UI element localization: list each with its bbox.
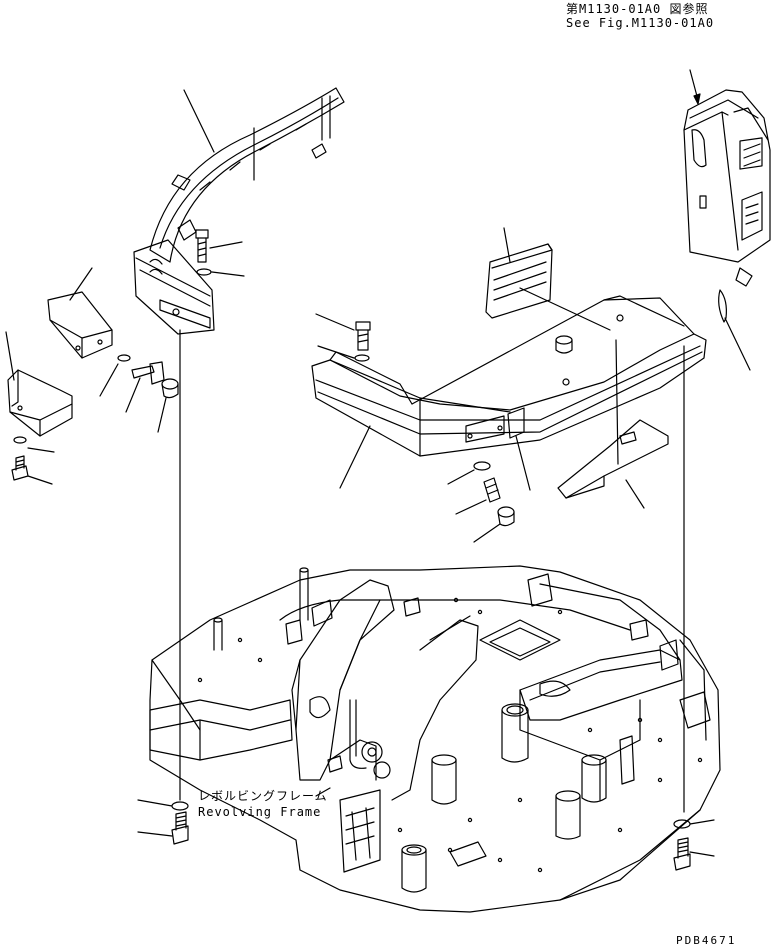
leader-line <box>211 271 245 277</box>
bolt <box>483 477 501 503</box>
drawing-code: PDB4671 <box>676 934 737 947</box>
left-guard-arc <box>133 87 345 335</box>
leader-line <box>27 447 55 453</box>
washer <box>171 801 189 811</box>
revolving-frame <box>149 565 721 913</box>
leader-line <box>69 267 93 301</box>
bolt <box>171 811 189 845</box>
leader-line <box>515 435 531 491</box>
leader-line <box>157 397 167 433</box>
bolt <box>355 321 371 351</box>
leader-line <box>27 475 53 485</box>
bolt <box>195 229 209 263</box>
arrow-head <box>693 93 701 105</box>
washer <box>473 461 491 471</box>
leader-line <box>315 787 331 797</box>
leader-line <box>209 241 243 249</box>
leader-line <box>724 317 751 371</box>
leader-line <box>125 377 141 413</box>
wedge-plate <box>557 419 669 499</box>
counterweight-bracket <box>735 267 753 287</box>
side-weight-plate <box>485 243 553 319</box>
washer <box>196 268 212 276</box>
washer <box>117 354 131 362</box>
leader-line <box>183 89 215 153</box>
reference-note-jp: 第M1130-01A0 図参照 <box>566 2 709 16</box>
leader-line <box>473 523 501 543</box>
leader-line <box>689 851 715 857</box>
washer <box>673 819 691 829</box>
leader-line <box>99 363 119 397</box>
leader-line <box>137 831 173 837</box>
leader-line <box>5 331 15 381</box>
leader-line <box>315 313 355 331</box>
rear-counterweight <box>683 89 771 287</box>
bolt <box>131 361 165 385</box>
connection-line <box>519 287 611 331</box>
side-strip <box>718 289 727 323</box>
bracket-plate <box>7 369 73 437</box>
reference-note-en: See Fig.M1130-01A0 <box>566 16 715 30</box>
cap <box>555 335 573 354</box>
revolving-frame-label-en: Revolving Frame <box>198 805 322 819</box>
leader-line <box>339 425 371 489</box>
leader-line <box>447 469 475 485</box>
small-cover <box>47 291 113 359</box>
leader-line <box>689 819 715 825</box>
connection-line <box>615 339 619 465</box>
center-counterweight <box>311 295 707 457</box>
cap <box>497 506 515 527</box>
washer <box>13 436 27 444</box>
revolving-frame-label-jp: レボルビングフレーム <box>198 789 328 803</box>
leader-line <box>625 479 645 509</box>
bolt <box>673 837 691 871</box>
leader-line <box>317 345 355 359</box>
leader-line <box>137 799 173 807</box>
cap <box>161 378 179 399</box>
washer <box>354 354 370 362</box>
leader-line <box>503 227 511 263</box>
bolt <box>11 455 29 481</box>
leader-line <box>455 499 487 515</box>
